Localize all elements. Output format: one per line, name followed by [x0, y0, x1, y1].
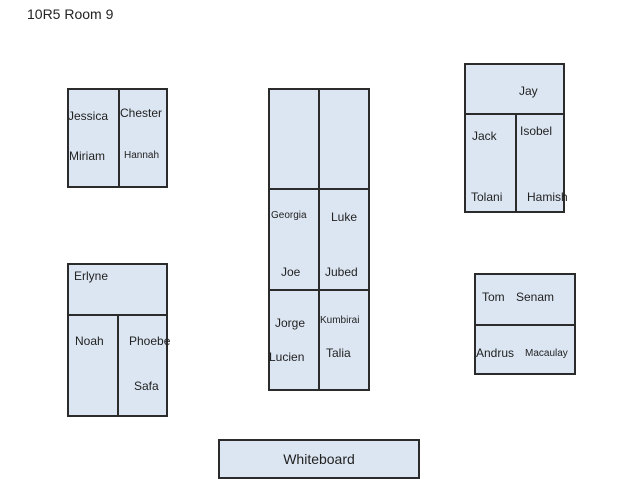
student-name: Jessica — [68, 109, 109, 123]
student-name: Tom — [482, 290, 505, 304]
student-name: Jubed — [325, 265, 358, 279]
desk-top-left-1 — [67, 88, 120, 188]
student-name: Miriam — [69, 149, 105, 163]
student-name: Chester — [120, 106, 163, 120]
student-name: Talia — [326, 346, 351, 360]
student-name: Andrus — [476, 346, 515, 360]
student-name: Hannah — [124, 150, 160, 161]
student-name: Jorge — [275, 316, 306, 330]
room-title: 10R5 Room 9 — [27, 6, 114, 22]
student-name: Macaulay — [525, 348, 568, 359]
student-name: Lucien — [269, 350, 305, 364]
desk-bottom-left-1 — [67, 314, 119, 417]
desk-center-1 — [268, 88, 320, 190]
student-name: Hamish — [527, 190, 568, 204]
desk-center-6 — [318, 289, 370, 391]
desk-top-left-2 — [118, 88, 168, 188]
desk-center-2 — [318, 88, 370, 190]
student-name: Safa — [134, 379, 159, 393]
whiteboard: Whiteboard — [218, 439, 420, 479]
student-name: Tolani — [471, 190, 503, 204]
student-name: Noah — [75, 334, 104, 348]
student-name: Joe — [281, 265, 301, 279]
desk-center-3 — [268, 188, 320, 291]
desk-top-right-2 — [515, 113, 565, 213]
student-name: Senam — [516, 290, 555, 304]
desk-bottom-left-2 — [117, 314, 168, 417]
student-name: Jay — [519, 84, 538, 98]
student-name: Phoebe — [129, 334, 171, 348]
desk-center-5 — [268, 289, 320, 391]
desk-bottom-right-2 — [474, 324, 576, 375]
student-name: Kumbirai — [320, 315, 360, 326]
student-name: Jack — [472, 129, 497, 143]
student-name: Erlyne — [74, 269, 109, 283]
student-name: Luke — [331, 210, 358, 224]
student-name: Isobel — [520, 124, 553, 138]
student-name: Georgia — [271, 210, 307, 221]
whiteboard-label: Whiteboard — [283, 451, 355, 467]
desk-top-right-top — [464, 63, 565, 115]
